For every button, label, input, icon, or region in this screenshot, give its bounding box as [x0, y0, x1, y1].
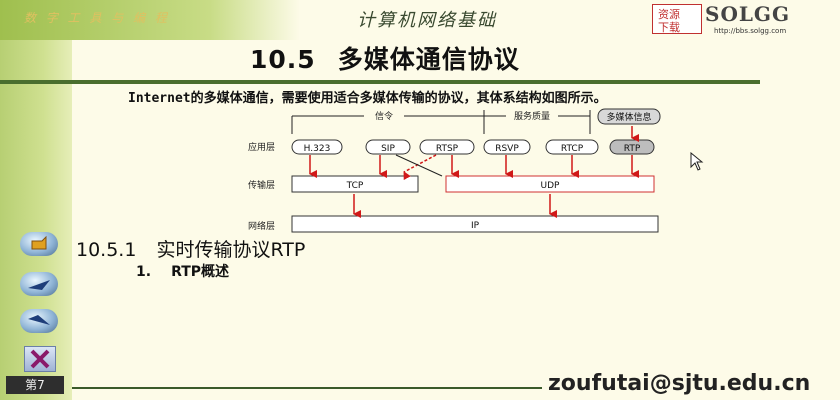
logo-box-top-text: 资源 — [658, 8, 680, 21]
bracket-lines — [291, 110, 591, 134]
course-title: 计算机网络基础 — [357, 10, 497, 31]
bracket-label-qos: 服务质量 — [514, 110, 550, 122]
app-protocol-h323: H.323 — [291, 139, 343, 155]
home-button[interactable] — [20, 232, 58, 256]
list-item: 1. RTP概述 — [136, 261, 229, 281]
prev-arrow-icon — [28, 315, 50, 325]
udp-label: UDP — [541, 181, 561, 191]
list-item-title: RTP概述 — [171, 264, 230, 280]
udp-box — [445, 175, 655, 193]
next-arrow-icon — [28, 280, 50, 290]
page-title: 10.5 多媒体通信协议 — [250, 40, 520, 76]
app-protocol-sip: SIP — [365, 139, 411, 155]
arrow-rtsp-tcp-dashed — [403, 154, 437, 181]
intro-paragraph: Internet的多媒体通信，需要使用适合多媒体传输的协议，其体系结构如图所示。 — [128, 91, 607, 106]
app-protocol-label: RSVP — [495, 144, 519, 154]
app-protocol-rtsp: RTSP — [419, 139, 475, 155]
tcp-box — [291, 175, 419, 193]
title-rule — [0, 80, 760, 84]
top-band: 数 字 工 具 与 编 程 — [0, 0, 300, 40]
bracket-label-media: 多媒体信息 — [606, 111, 651, 123]
next-slide-button[interactable] — [20, 272, 58, 296]
layer-label-app: 应用层 — [248, 141, 275, 153]
app-protocol-label: RTSP — [436, 144, 459, 154]
app-protocol-label: RTCP — [561, 144, 584, 154]
close-button[interactable] — [24, 346, 56, 372]
home-icon — [31, 235, 47, 250]
subsection-title: 实时传输协议RTP — [156, 239, 306, 261]
app-protocol-rtp: RTP — [609, 139, 655, 155]
prev-slide-button[interactable] — [20, 309, 58, 333]
protocol-architecture-diagram: 信令 服务质量 多媒体信息 应用层 传输层 网络层 H.323 SIP RTSP RS… — [248, 108, 661, 233]
logo-word[interactable]: SOLGG — [705, 2, 791, 26]
author-email[interactable]: zoufutai@sjtu.edu.cn — [548, 371, 811, 396]
app-protocol-pill — [483, 139, 531, 155]
mouse-cursor-icon — [690, 152, 704, 171]
media-info-pill — [597, 108, 661, 125]
list-item-number: 1. — [136, 264, 152, 280]
subsection-heading: 10.5.1 实时传输协议RTP — [76, 235, 305, 262]
app-protocol-rsvp: RSVP — [483, 139, 531, 155]
close-icon — [30, 349, 50, 369]
app-protocol-pill — [365, 139, 411, 155]
app-protocol-label: RTP — [624, 144, 641, 154]
protocol-arrows — [309, 126, 639, 218]
ip-box — [291, 215, 659, 233]
logo-box[interactable]: 资源 下载 — [652, 4, 702, 34]
subsection-number: 10.5.1 — [76, 239, 137, 261]
top-band-text: 数 字 工 具 与 编 程 — [24, 11, 170, 25]
section-title: 多媒体通信协议 — [337, 45, 520, 74]
left-sidebar — [0, 0, 72, 400]
page-number-badge: 第7 — [6, 376, 64, 394]
app-protocol-pill — [291, 139, 343, 155]
logo-url[interactable]: http://bbs.solgg.com — [714, 27, 787, 35]
footer-rule — [72, 387, 542, 389]
app-layer-row: H.323 SIP RTSP RSVP RTCP RTP — [291, 139, 655, 155]
logo-box-bottom-text: 下载 — [658, 21, 680, 34]
section-number: 10.5 — [250, 45, 316, 74]
app-protocol-pill — [419, 139, 475, 155]
ip-label: IP — [471, 221, 480, 231]
app-protocol-rtcp: RTCP — [545, 139, 599, 155]
app-protocol-label: SIP — [381, 144, 395, 154]
arrow-sip-udp — [395, 154, 443, 177]
bracket-label-signaling: 信令 — [375, 110, 393, 122]
tcp-label: TCP — [346, 181, 364, 191]
layer-label-transport: 传输层 — [248, 179, 275, 191]
layer-label-network: 网络层 — [248, 220, 275, 232]
app-protocol-pill — [545, 139, 599, 155]
app-protocol-label: H.323 — [304, 144, 331, 154]
